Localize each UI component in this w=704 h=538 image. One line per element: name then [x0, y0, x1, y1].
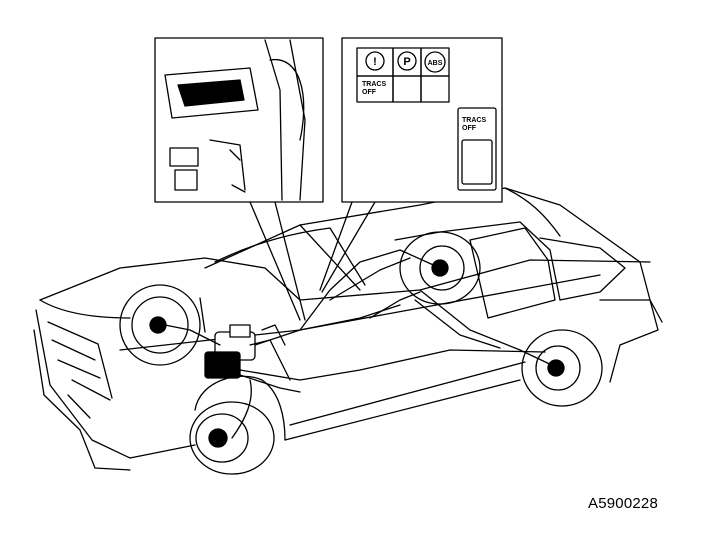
inset-diagnostic-connector [154, 37, 324, 203]
wheel-front-left [189, 401, 275, 475]
inset-indicator-panel [341, 37, 503, 203]
wheel-rear-left [521, 329, 603, 407]
brake-lines [164, 249, 559, 439]
abs-hydraulic-unit [199, 297, 291, 381]
wheel-front-right [119, 284, 201, 366]
figure-id: A5900228 [588, 495, 659, 512]
car-body [33, 187, 663, 471]
callout-leaders [249, 201, 376, 321]
